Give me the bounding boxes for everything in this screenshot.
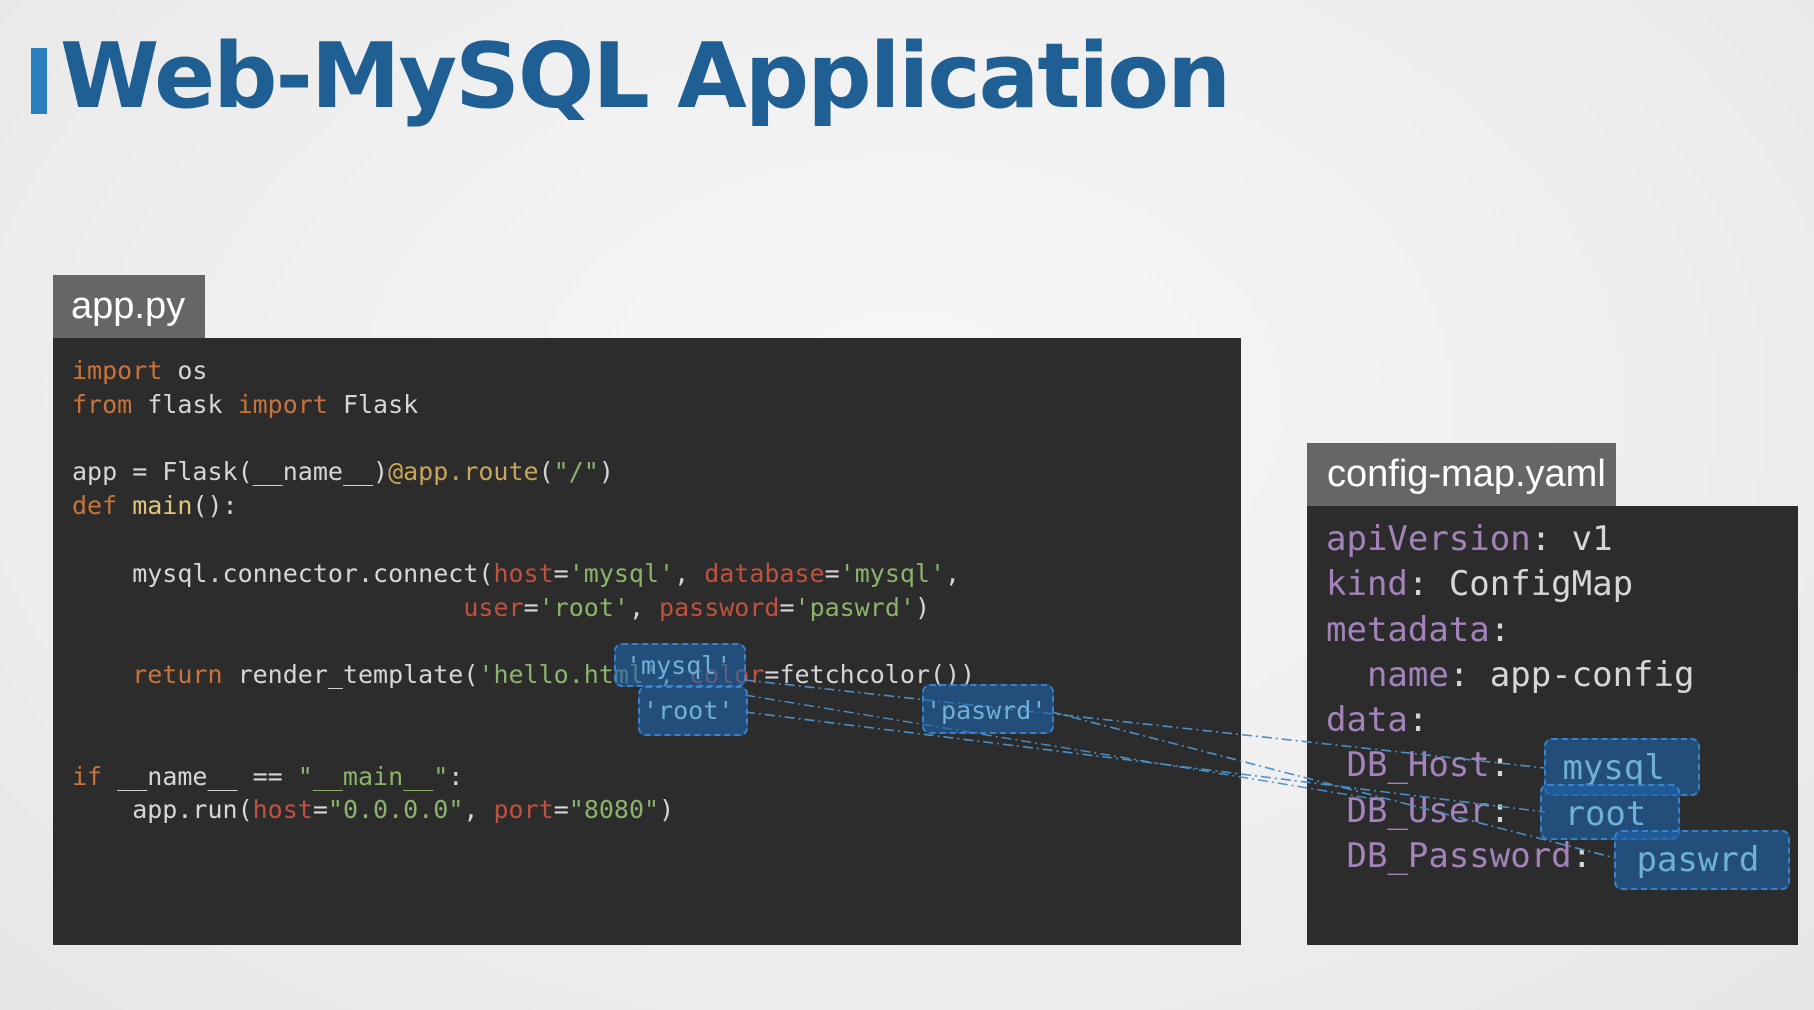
- yaml-value: : ConfigMap: [1407, 564, 1634, 605]
- yaml-value: : v1: [1530, 519, 1613, 559]
- yaml-value: :: [1489, 790, 1511, 831]
- code-token: flask: [132, 389, 238, 419]
- connector-password: [1051, 711, 1616, 859]
- code-token: 'mysql': [839, 558, 946, 588]
- code-token: =: [523, 592, 539, 622]
- highlight-app-password-text: 'paswrd': [926, 696, 1047, 725]
- code-token: @app.route: [388, 457, 539, 487]
- code-token: mysql.connector.connect(: [72, 558, 494, 588]
- yaml-value: :: [1489, 609, 1511, 650]
- yaml-value: :: [1407, 700, 1429, 741]
- code-token: user: [463, 592, 524, 622]
- highlight-app-host-text: 'mysql': [626, 651, 732, 680]
- yaml-value: : app-config: [1448, 654, 1695, 695]
- highlight-cfg-user-text: root: [1544, 794, 1647, 834]
- code-token: ,: [945, 558, 961, 588]
- highlight-app-password: 'paswrd': [922, 684, 1054, 734]
- code-token: import: [237, 389, 328, 419]
- highlight-app-user-text: 'root': [643, 696, 734, 725]
- code-token: =: [553, 795, 569, 825]
- config-map-code: apiVersion: v1 kind: ConfigMap metadata:…: [1326, 517, 1694, 879]
- yaml-key: DB_Host: [1326, 745, 1490, 786]
- code-token: host: [252, 795, 313, 825]
- yaml-key: DB_User: [1326, 790, 1490, 831]
- config-map-tab-label: config-map.yaml: [1327, 453, 1606, 495]
- yaml-value: :: [1571, 836, 1593, 877]
- yaml-key: metadata: [1326, 609, 1490, 650]
- code-token: ): [914, 592, 931, 622]
- title-accent-bar: [31, 48, 47, 114]
- app-py-code-panel: [53, 338, 1241, 945]
- code-token: def: [72, 491, 118, 521]
- yaml-value: :: [1489, 745, 1511, 786]
- app-py-code: import os from flask import Flask app = …: [72, 354, 975, 827]
- code-token: 'mysql': [568, 558, 675, 588]
- code-token: "0.0.0.0": [327, 795, 464, 825]
- app-py-tab-label: app.py: [71, 285, 186, 327]
- code-token: ():: [192, 491, 238, 521]
- code-token: if: [72, 761, 103, 791]
- code-token: return: [72, 660, 223, 690]
- code-token: __name__ ==: [102, 761, 298, 791]
- code-token: =: [824, 558, 840, 588]
- code-token: Flask: [327, 389, 419, 419]
- code-token: database: [704, 558, 825, 588]
- code-token: =: [779, 592, 795, 622]
- code-token: ,: [628, 592, 660, 622]
- code-token: :: [448, 761, 464, 791]
- code-token: os: [162, 356, 208, 385]
- code-token: =: [553, 558, 569, 588]
- config-map-tab: config-map.yaml: [1307, 443, 1616, 506]
- connector-host-2: [744, 694, 1381, 801]
- code-token: host: [493, 558, 554, 588]
- yaml-key: name: [1326, 654, 1449, 695]
- code-token: =: [312, 795, 328, 825]
- highlight-cfg-host-text: mysql: [1542, 748, 1665, 788]
- code-token: "8080": [568, 795, 660, 825]
- highlight-cfg-password-text: paswrd: [1616, 840, 1760, 880]
- code-token: 'root': [538, 592, 629, 622]
- code-token: app.run(: [72, 795, 253, 825]
- highlight-app-host: 'mysql': [614, 643, 746, 687]
- app-py-tab: app.py: [53, 275, 205, 338]
- code-token: from: [72, 389, 133, 419]
- code-token: app = Flask(__name__): [72, 457, 389, 487]
- yaml-key: kind: [1326, 564, 1408, 605]
- code-token: (: [538, 457, 554, 487]
- yaml-key: data: [1326, 700, 1408, 741]
- code-token: "/": [553, 457, 599, 487]
- code-token: port: [493, 795, 554, 825]
- yaml-key: apiVersion: [1326, 519, 1531, 559]
- code-token: ,: [674, 558, 705, 588]
- code-token: ,: [463, 795, 494, 825]
- highlight-cfg-password: paswrd: [1614, 830, 1790, 890]
- connector-host: [744, 679, 1546, 769]
- code-token: ): [598, 457, 614, 487]
- code-token: 'paswrd': [794, 592, 915, 622]
- code-token: password: [659, 592, 780, 622]
- slide-title: Web-MySQL Application: [60, 24, 1231, 129]
- code-token: render_template(: [222, 660, 479, 690]
- code-token: ): [659, 795, 675, 825]
- yaml-key: DB_Password: [1326, 836, 1572, 877]
- code-token: import: [72, 356, 163, 385]
- code-token: "__main__": [297, 761, 449, 791]
- connector-user: [744, 711, 1546, 813]
- code-token: main: [117, 491, 193, 521]
- highlight-app-user: 'root': [638, 686, 748, 736]
